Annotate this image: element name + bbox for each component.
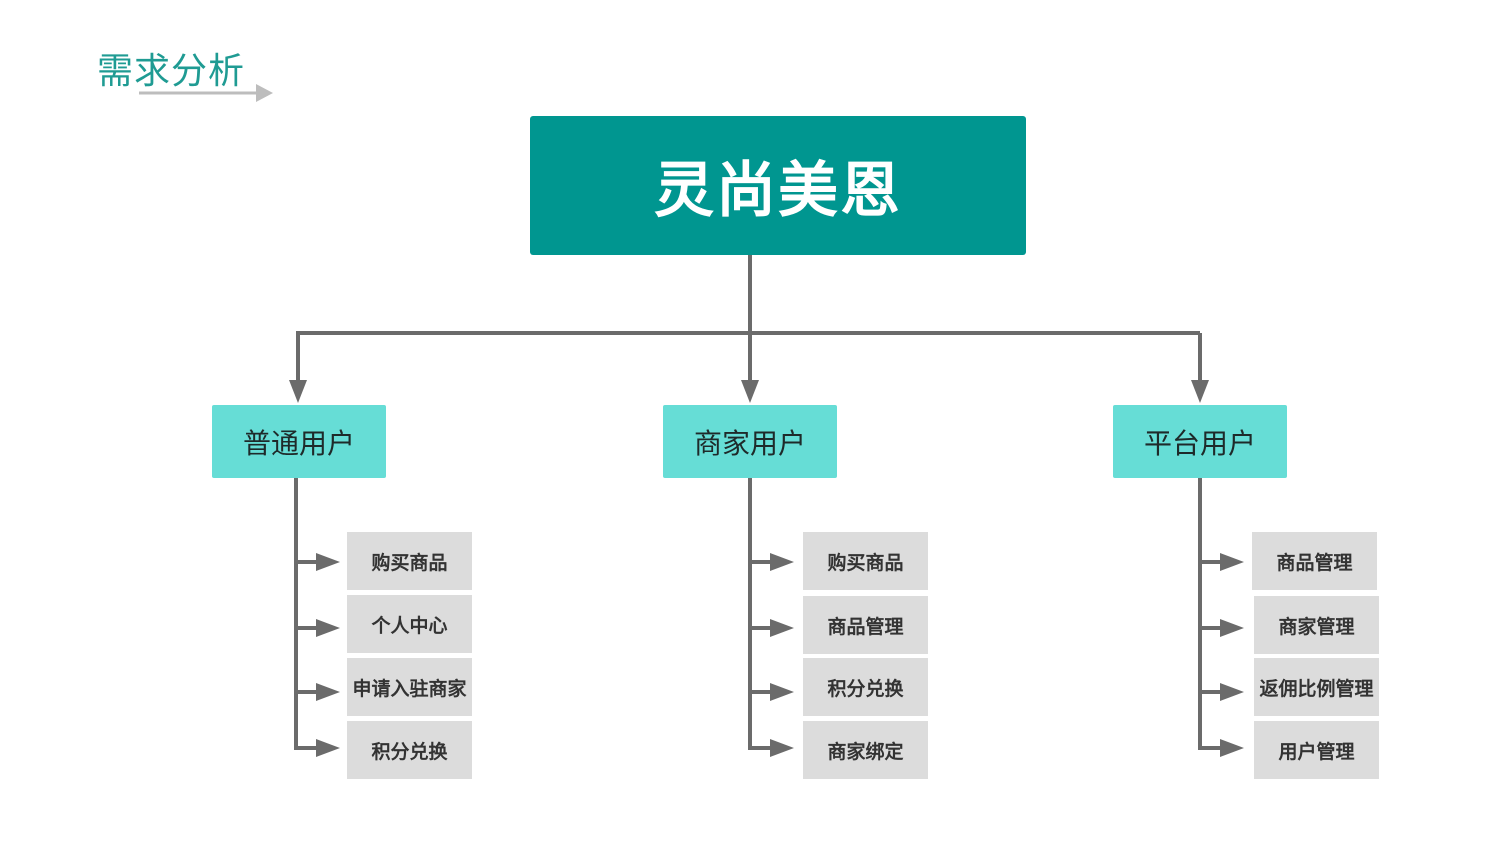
heading-arrow — [139, 84, 273, 102]
leaf-node: 商品管理 — [1252, 532, 1377, 590]
branch-arrowhead — [770, 553, 794, 571]
branch-arrowhead — [1220, 553, 1244, 571]
branch-arrowhead — [316, 553, 340, 571]
branch-arrowhead — [1220, 739, 1244, 757]
page-heading: 需求分析 — [97, 51, 246, 92]
branch-arrowhead — [770, 619, 794, 637]
leaf-node: 申请入驻商家 — [347, 658, 472, 716]
branch-arrowhead — [1220, 683, 1244, 701]
leaf-node: 商家绑定 — [803, 721, 928, 779]
leaf-node: 商家管理 — [1254, 596, 1379, 654]
leaf-node: 积分兑换 — [803, 658, 928, 716]
leaf-node: 积分兑换 — [347, 721, 472, 779]
category-node-merchant-user: 商家用户 — [663, 405, 837, 478]
branch-arrowhead — [316, 739, 340, 757]
category-node-regular-user: 普通用户 — [212, 405, 386, 478]
branch-arrowhead — [316, 683, 340, 701]
root-node: 灵尚美恩 — [530, 116, 1026, 255]
branch-arrowhead — [770, 739, 794, 757]
leaf-node: 购买商品 — [347, 532, 472, 590]
leaf-node: 返佣比例管理 — [1254, 658, 1379, 716]
leaf-node: 购买商品 — [803, 532, 928, 590]
category-node-platform-user: 平台用户 — [1113, 405, 1287, 478]
root-connector — [296, 255, 1202, 385]
branch-arrowhead — [316, 619, 340, 637]
leaf-node: 用户管理 — [1254, 721, 1379, 779]
leaf-node: 商品管理 — [803, 596, 928, 654]
branch-arrowhead — [1220, 619, 1244, 637]
leaf-node: 个人中心 — [347, 595, 472, 653]
branch-arrowhead — [770, 683, 794, 701]
root-arrowheads — [289, 380, 1209, 403]
